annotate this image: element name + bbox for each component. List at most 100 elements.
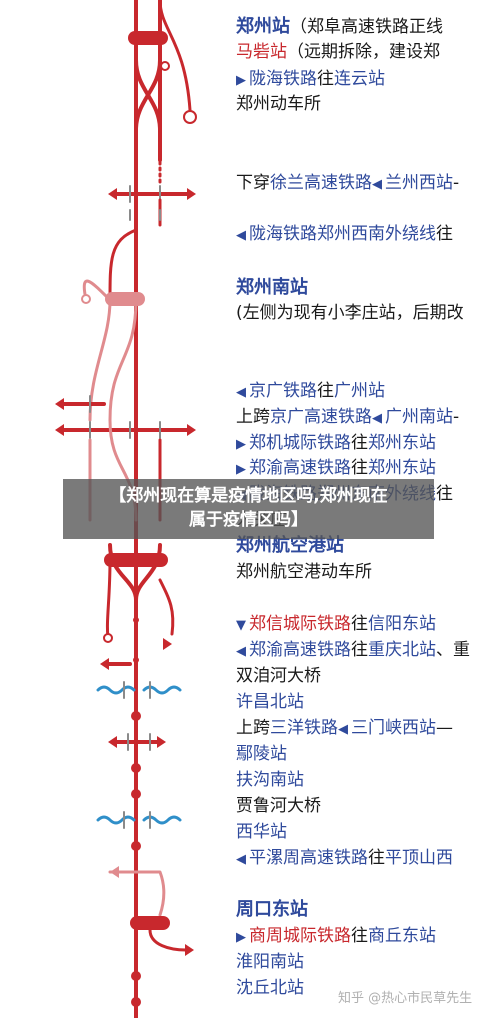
- label-text: 郑州航空港动车所: [236, 562, 372, 582]
- river-wave-icon: [96, 815, 136, 825]
- label-text: 京广高速铁路: [270, 407, 372, 427]
- direction-arrow-icon: ◀: [372, 177, 382, 192]
- label-row: 双洎河大桥: [236, 665, 321, 687]
- label-text: 周口东站: [236, 899, 308, 920]
- label-row: (左侧为现有小李庄站，后期改: [236, 302, 464, 324]
- station-marker-zhoukou: [130, 916, 170, 930]
- label-row: 许昌北站: [236, 691, 304, 713]
- station-dot: [131, 841, 141, 851]
- track-arrow-icon: [100, 658, 109, 670]
- river-wave-icon: [96, 685, 136, 695]
- label-text: 郑州动车所: [236, 94, 321, 114]
- label-text: 郑机城际铁路: [249, 433, 351, 453]
- label-row: 马砦站（远期拆除，建设郑: [236, 41, 440, 63]
- label-text: 郑州东站: [368, 433, 436, 453]
- label-text: 郑州航空港站: [236, 535, 344, 556]
- label-text: 广州站: [334, 381, 385, 401]
- label-row: ▼郑信城际铁路往信阳东站: [236, 613, 436, 637]
- track-branch: [158, 0, 192, 112]
- track-arrow-icon: [55, 398, 64, 410]
- label-text: 淮阳南站: [236, 952, 304, 972]
- label-row: ▶郑渝高速铁路往郑州东站: [236, 457, 436, 481]
- direction-arrow-icon: ▶: [236, 73, 246, 88]
- label-text: 往: [317, 69, 334, 89]
- label-text: (左侧为现有小李庄站，后期改: [236, 303, 464, 323]
- label-text: 往: [436, 224, 453, 244]
- direction-arrow-icon: ▶: [236, 930, 246, 945]
- direction-arrow-icon: ▶: [236, 462, 246, 477]
- direction-arrow-icon: ▼: [236, 618, 246, 633]
- label-row: ◀郑渝高速铁路往重庆北站、重: [236, 639, 470, 663]
- label-text: 郑州东站: [368, 458, 436, 478]
- label-row: ▶陇海铁路往连云站: [236, 68, 385, 92]
- track-arrow-icon: [110, 866, 119, 878]
- cropped-edge: [478, 0, 500, 1018]
- label-text: 兰州西站: [385, 173, 453, 193]
- label-text: 贾鲁河大桥: [236, 796, 321, 816]
- label-text: 郑信城际铁路: [249, 614, 351, 634]
- label-text: 马砦站: [236, 42, 287, 62]
- label-text: 郑州南站: [236, 277, 308, 298]
- label-text: 广州南站: [385, 407, 453, 427]
- station-dot: [131, 711, 141, 721]
- banner-line-2: 属于疫情区吗】: [189, 510, 308, 530]
- label-row: 下穿徐兰高速铁路◀兰州西站-: [236, 172, 459, 196]
- station-dot: [103, 633, 113, 643]
- track-arrow-icon: [108, 188, 117, 200]
- track-arrow-icon: [187, 424, 196, 436]
- label-text: 沈丘北站: [236, 978, 304, 998]
- label-text: 三洋铁路: [270, 718, 338, 738]
- station-dot: [133, 557, 139, 563]
- label-row: ▶郑机城际铁路往郑州东站: [236, 432, 436, 456]
- direction-arrow-icon: ◀: [236, 385, 246, 400]
- label-row: ◀平漯周高速铁路往平顶山西: [236, 847, 453, 871]
- label-text: 徐兰高速铁路: [270, 173, 372, 193]
- label-row: ◀陇海铁路郑州西南外绕线往: [236, 223, 453, 247]
- label-text: 往: [351, 640, 368, 660]
- label-row: 贾鲁河大桥: [236, 795, 321, 817]
- label-text: 上跨: [236, 407, 270, 427]
- label-text: 往: [436, 484, 453, 504]
- track-branch: [148, 928, 188, 952]
- track-arrow-icon: [187, 188, 196, 200]
- label-text: —: [436, 718, 453, 738]
- label-text: 下穿: [236, 173, 270, 193]
- label-row: 沈丘北站: [236, 977, 304, 999]
- direction-arrow-icon: ◀: [236, 228, 246, 243]
- watermark: 知乎 @热心市民草先生: [338, 991, 473, 1006]
- label-text: （郑阜高速铁路正线: [290, 17, 443, 37]
- label-text: 陇海铁路郑州西南外绕线: [249, 224, 436, 244]
- direction-arrow-icon: ◀: [236, 852, 246, 867]
- label-row: 淮阳南站: [236, 951, 304, 973]
- label-text: 扶沟南站: [236, 770, 304, 790]
- label-text: 陇海铁路: [249, 69, 317, 89]
- label-text: 上跨: [236, 718, 270, 738]
- station-dot: [81, 294, 91, 304]
- track-branch: [82, 279, 112, 302]
- label-text: 连云站: [334, 69, 385, 89]
- station-dot: [133, 657, 139, 663]
- station-dot: [133, 587, 139, 593]
- track-arrow-icon: [185, 944, 194, 956]
- track-branch: [108, 870, 166, 917]
- track-branch: [105, 558, 112, 640]
- label-row: 郑州站（郑阜高速铁路正线: [236, 16, 443, 38]
- label-text: 西华站: [236, 822, 287, 842]
- label-text: （远期拆除，建设郑: [287, 42, 440, 62]
- label-text: 往: [351, 458, 368, 478]
- direction-arrow-icon: ▶: [236, 437, 246, 452]
- label-text: 往: [368, 848, 385, 868]
- label-row: 郑州南站: [236, 277, 308, 299]
- label-text: 郑州站: [236, 16, 290, 37]
- label-text: 许昌北站: [236, 692, 304, 712]
- label-text: 往: [351, 433, 368, 453]
- label-row: 上跨京广高速铁路◀广州南站-: [236, 406, 459, 430]
- track-branch: [108, 298, 138, 422]
- track-arrow-icon: [163, 638, 172, 650]
- label-text: 平顶山西: [385, 848, 453, 868]
- label-row: 西华站: [236, 821, 287, 843]
- label-text: 信阳东站: [368, 614, 436, 634]
- label-text: 平漯周高速铁路: [249, 848, 368, 868]
- label-text: 往: [351, 614, 368, 634]
